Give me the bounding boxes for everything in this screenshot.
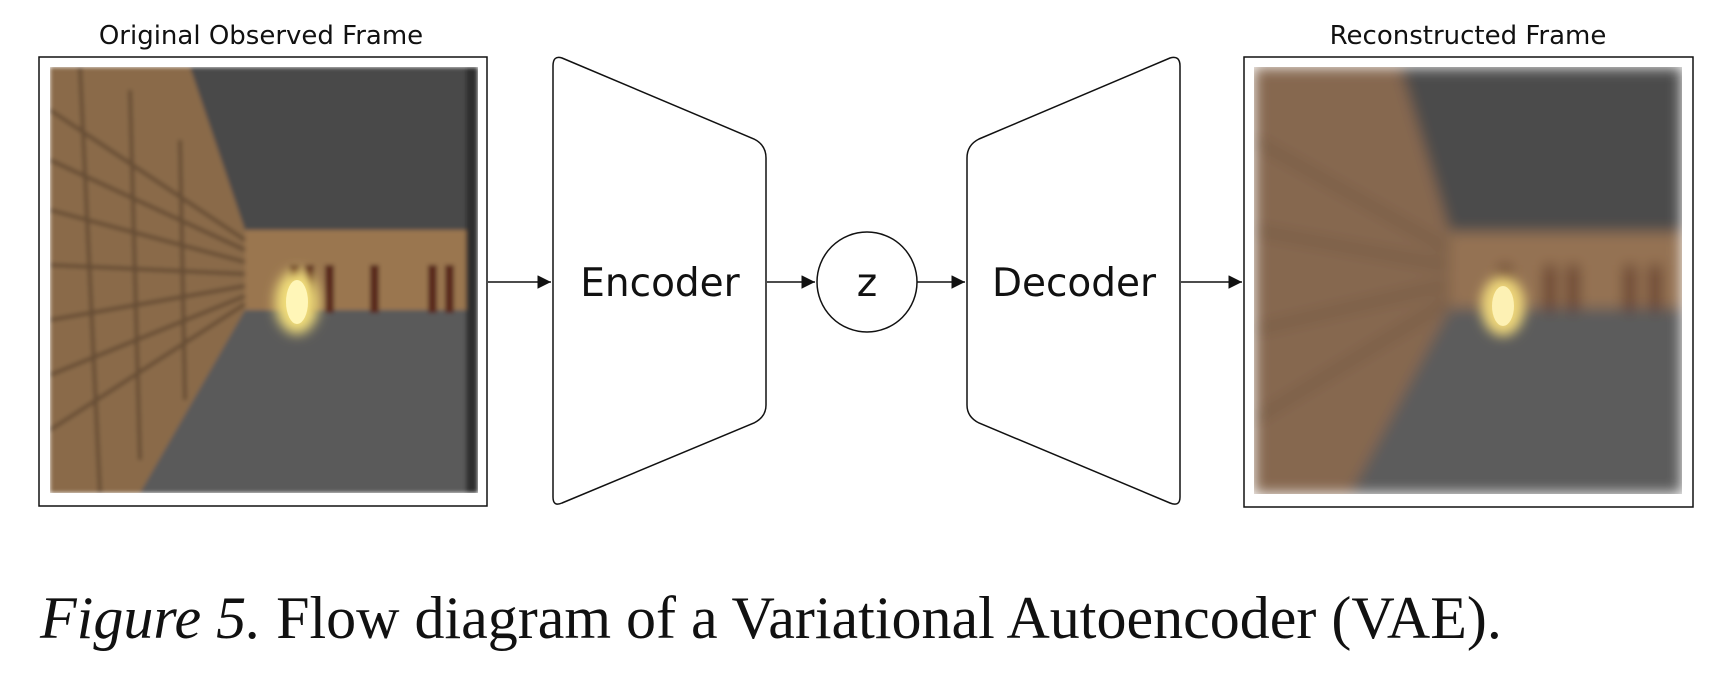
figure-caption-text: Flow diagram of a Variational Autoencode…	[261, 585, 1502, 651]
input-frame-border	[38, 56, 488, 507]
output-frame-image	[1254, 67, 1682, 494]
output-frame-label: Reconstructed Frame	[1330, 21, 1607, 51]
input-frame-image	[50, 67, 478, 493]
decoder-label: Decoder	[992, 261, 1157, 306]
decoder-block	[966, 56, 1181, 505]
latent-z-label: z	[857, 261, 877, 306]
encoder-block	[552, 56, 767, 505]
input-frame-label: Original Observed Frame	[99, 21, 423, 51]
output-frame-border	[1243, 56, 1694, 508]
figure-caption: Figure 5. Flow diagram of a Variational …	[40, 588, 1680, 648]
encoder-label: Encoder	[580, 261, 740, 306]
figure-caption-prefix: Figure 5.	[40, 585, 262, 651]
